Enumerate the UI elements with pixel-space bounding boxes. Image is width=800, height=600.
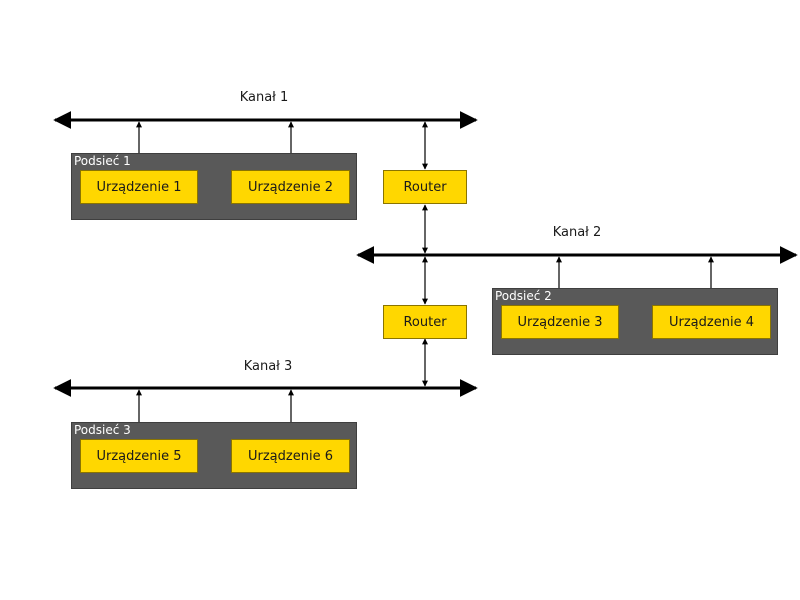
- router-1[interactable]: Router: [383, 170, 467, 204]
- device-2[interactable]: Urządzenie 2: [231, 170, 350, 204]
- subnet-1-label: Podsieć 1: [74, 154, 131, 168]
- router-2[interactable]: Router: [383, 305, 467, 339]
- device-1[interactable]: Urządzenie 1: [80, 170, 198, 204]
- subnet-3-label: Podsieć 3: [74, 423, 131, 437]
- device-6[interactable]: Urządzenie 6: [231, 439, 350, 473]
- subnet-2-label: Podsieć 2: [495, 289, 552, 303]
- channel-2-label: Kanał 2: [552, 225, 602, 240]
- channel-1-label: Kanał 1: [239, 90, 289, 105]
- device-5[interactable]: Urządzenie 5: [80, 439, 198, 473]
- device-4[interactable]: Urządzenie 4: [652, 305, 771, 339]
- channel-3-label: Kanał 3: [243, 359, 293, 374]
- device-3[interactable]: Urządzenie 3: [501, 305, 619, 339]
